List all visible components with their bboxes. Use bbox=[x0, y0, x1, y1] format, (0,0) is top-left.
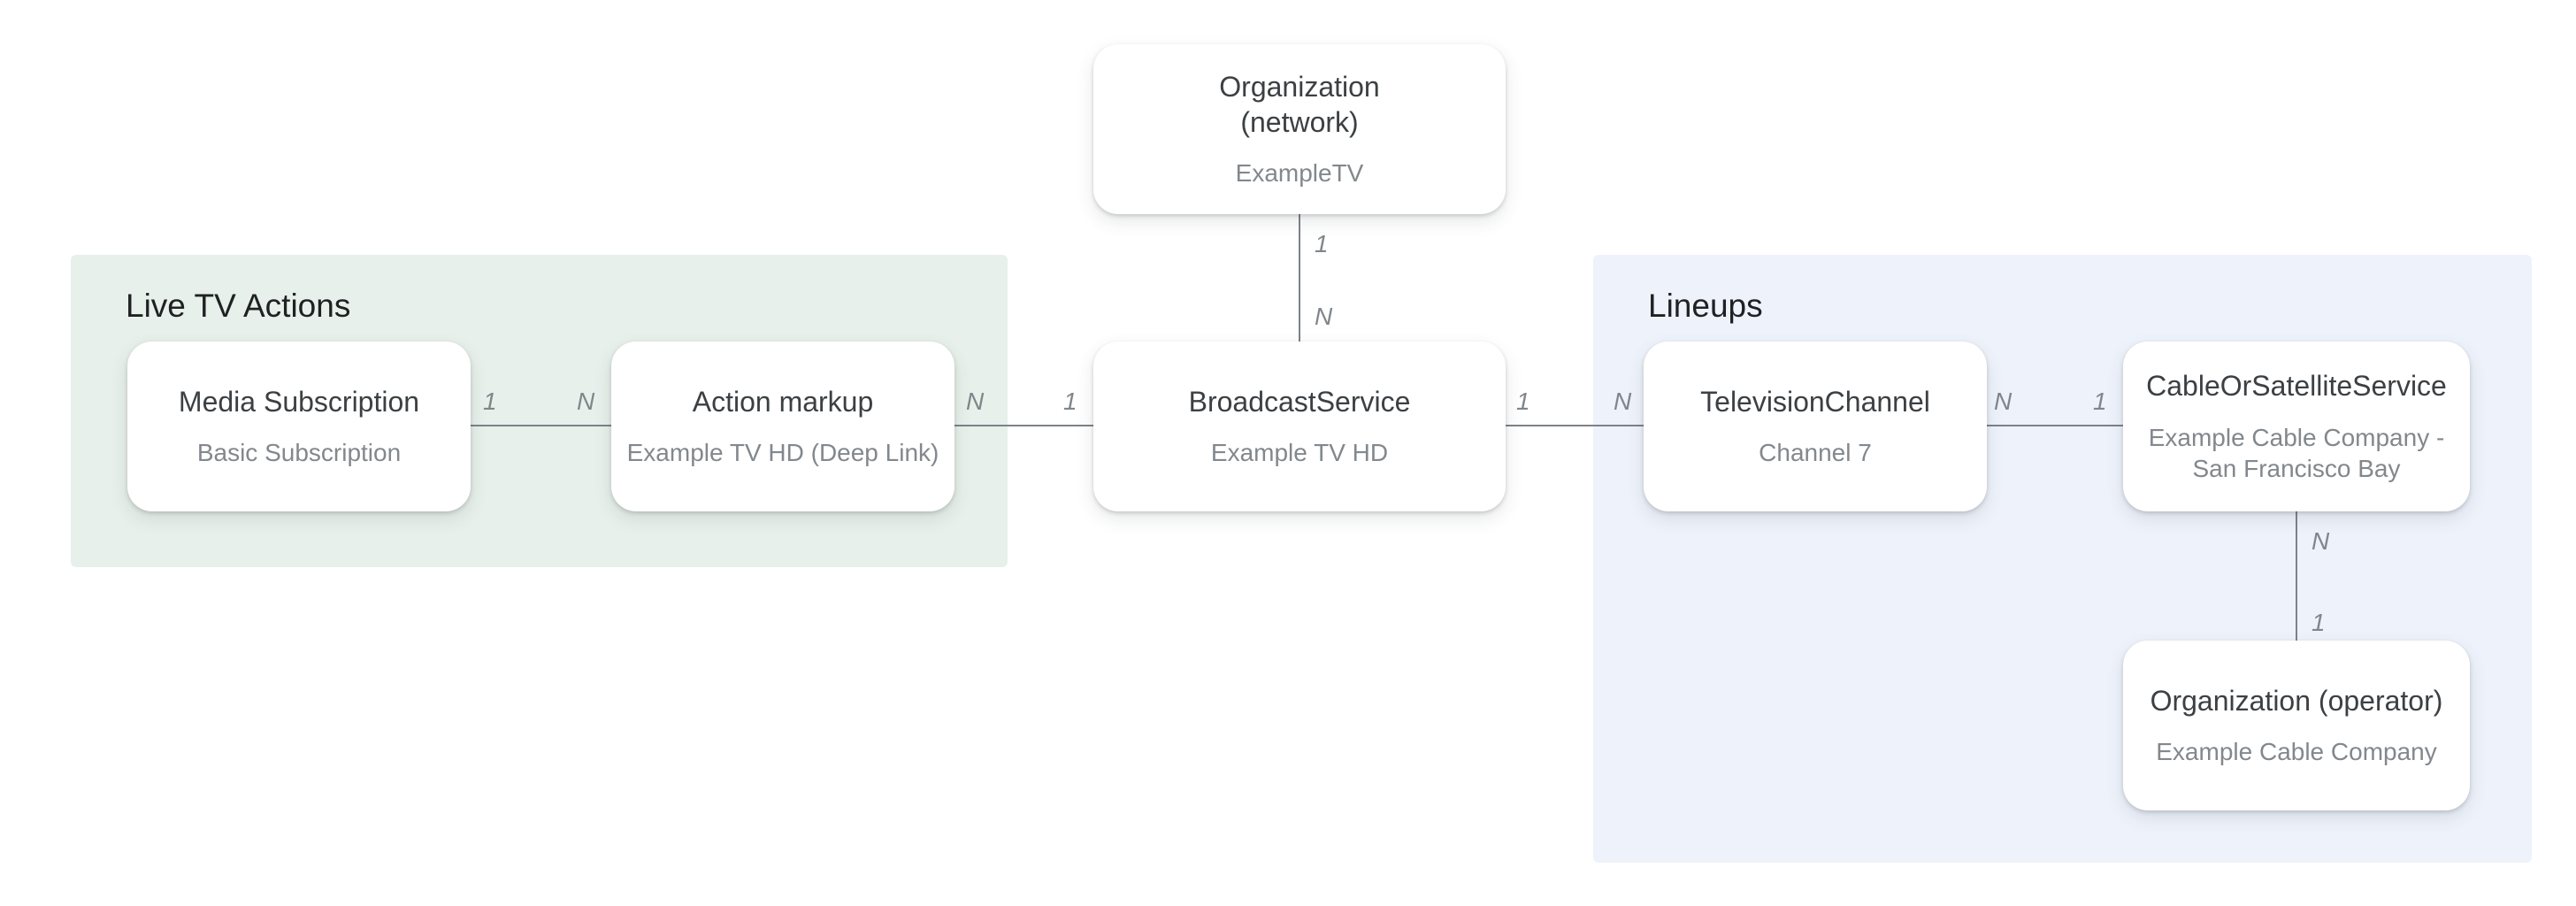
node-broadcast-service-subtitle: Example TV HD bbox=[1210, 439, 1389, 467]
connector-media-to-action bbox=[471, 425, 611, 426]
cardinality-network-bottom: 1 bbox=[1315, 230, 1329, 257]
cardinality-broadcast-top: N bbox=[1315, 303, 1333, 330]
connector-action-to-broadcast bbox=[954, 425, 1093, 426]
node-cable-or-satellite-service: CableOrSatelliteService Example Cable Co… bbox=[2123, 342, 2470, 511]
node-action-markup-title: Action markup bbox=[692, 385, 874, 418]
node-broadcast-service-title: BroadcastService bbox=[1188, 385, 1411, 418]
node-television-channel-title: TelevisionChannel bbox=[1700, 385, 1930, 418]
connector-channel-to-cable bbox=[1987, 425, 2123, 426]
cardinality-action-right: N bbox=[966, 388, 985, 415]
cardinality-broadcast-right: 1 bbox=[1516, 388, 1530, 415]
connector-broadcast-to-channel bbox=[1506, 425, 1644, 426]
cardinality-broadcast-left: 1 bbox=[1063, 388, 1077, 415]
node-broadcast-service: BroadcastService Example TV HD bbox=[1093, 342, 1506, 511]
node-cable-or-satellite-service-title: CableOrSatelliteService bbox=[2146, 370, 2447, 403]
node-media-subscription-title: Media Subscription bbox=[178, 385, 420, 418]
node-cable-or-satellite-service-subtitle: Example Cable Company - San Francisco Ba… bbox=[2148, 423, 2445, 482]
node-action-markup: Action markup Example TV HD (Deep Link) bbox=[611, 342, 954, 511]
region-label-live-tv-actions: Live TV Actions bbox=[126, 288, 351, 324]
node-media-subscription-subtitle: Basic Subscription bbox=[196, 439, 402, 467]
node-organization-operator-title: Organization (operator) bbox=[2150, 684, 2443, 717]
node-television-channel: TelevisionChannel Channel 7 bbox=[1644, 342, 1987, 511]
node-organization-network-title: Organization (network) bbox=[1219, 71, 1380, 138]
node-television-channel-subtitle: Channel 7 bbox=[1759, 439, 1872, 467]
cardinality-media-side: 1 bbox=[483, 388, 497, 415]
node-organization-network-subtitle: ExampleTV bbox=[1235, 158, 1364, 187]
node-media-subscription: Media Subscription Basic Subscription bbox=[127, 342, 471, 511]
node-organization-network: Organization (network) ExampleTV bbox=[1093, 44, 1506, 214]
node-action-markup-subtitle: Example TV HD (Deep Link) bbox=[626, 439, 939, 467]
connector-cable-to-operator bbox=[2296, 511, 2297, 641]
cardinality-cable-bottom: N bbox=[2312, 527, 2330, 555]
cardinality-channel-right: N bbox=[1994, 388, 2012, 415]
cardinality-channel-left: N bbox=[1614, 388, 1632, 415]
node-organization-operator: Organization (operator) Example Cable Co… bbox=[2123, 641, 2470, 810]
connector-network-to-broadcast bbox=[1299, 214, 1300, 342]
region-label-lineups: Lineups bbox=[1648, 288, 1763, 324]
cardinality-cable-left: 1 bbox=[2093, 388, 2107, 415]
node-organization-operator-subtitle: Example Cable Company bbox=[2156, 738, 2437, 766]
cardinality-operator-top: 1 bbox=[2312, 609, 2326, 636]
cardinality-action-left: N bbox=[577, 388, 595, 415]
